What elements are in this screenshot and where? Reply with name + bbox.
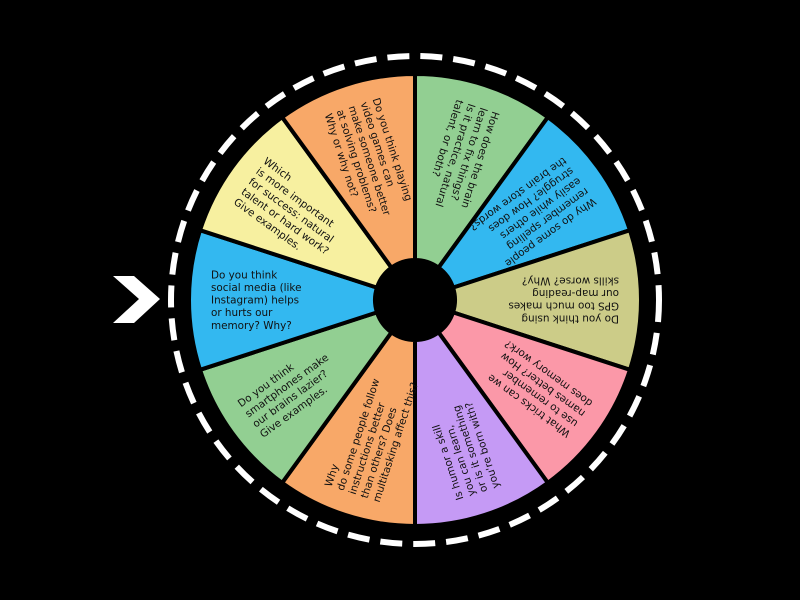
segment-question-line: Do you think using	[521, 312, 619, 324]
segment-question-line: memory? Why?	[211, 320, 292, 332]
wheel-segment: Do you think usingGPS too much makesour …	[450, 227, 643, 373]
wheel-segment-fill	[450, 227, 643, 373]
wheel-segment-fill	[435, 309, 633, 486]
segment-question-line: social media (like	[211, 282, 301, 294]
wheel-segment-fill	[279, 329, 417, 529]
wheel-segment: Is humor a skillyou can learn,or is it s…	[413, 329, 551, 529]
wheel-segment-fill	[187, 227, 380, 373]
wheel-segment-fill	[413, 329, 551, 529]
wheel-center-hub[interactable]	[377, 262, 453, 338]
wheel-segment: Whydo some people followinstructions bet…	[279, 329, 421, 529]
wheel-segment-fill	[279, 71, 417, 271]
wheel-segment: Whichis more importantfor success: natur…	[197, 114, 395, 291]
segment-question-line: Do you think	[211, 269, 277, 281]
wheel-segment: How does the brainlearn to fix things?Is…	[413, 71, 551, 271]
spinner-wheel[interactable]: How does the brainlearn to fix things?Is…	[168, 53, 662, 547]
wheel-pointer-arrow[interactable]	[113, 276, 160, 323]
wheel-dashed-rim	[168, 53, 662, 547]
segment-question-text: Do you think usingGPS too much makesour …	[508, 275, 619, 325]
wheel-segment-fill	[413, 71, 551, 271]
wheel-segment: Do you think playingvideo games canmake …	[279, 71, 417, 271]
segment-question-line: GPS too much makes	[508, 300, 619, 312]
segment-question-line: our map-reading	[532, 287, 619, 299]
wheel-segment: What tricks can weuse to remembernames b…	[435, 309, 633, 486]
segment-question-line: skills worse? Why?	[522, 275, 619, 287]
segment-question-line: Instagram) helps	[211, 295, 299, 307]
wheel-segment-fill	[197, 114, 395, 291]
segment-question-line: or hurts our	[211, 307, 273, 319]
